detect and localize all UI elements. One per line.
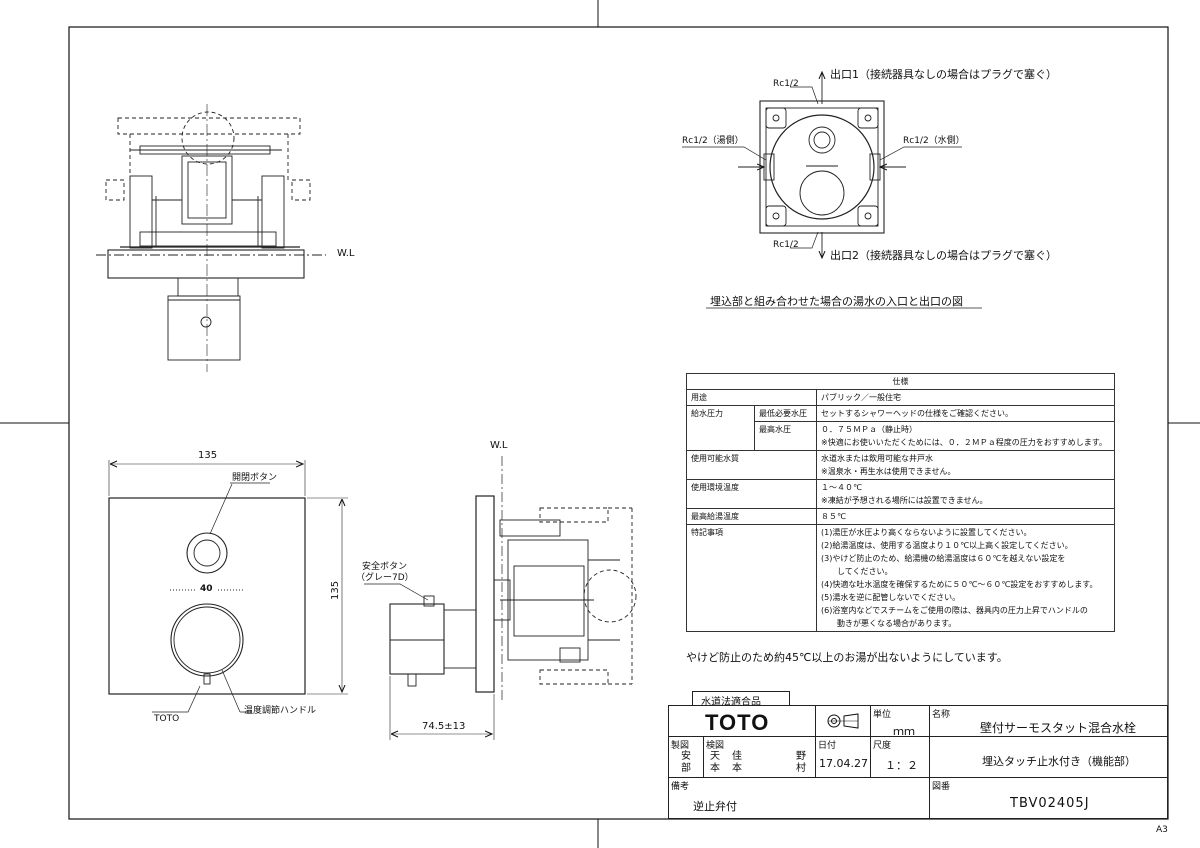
outlet1-label: 出口1（接続器具なしの場合はプラグで塞ぐ） bbox=[830, 68, 1057, 81]
spec-note: (5)湯水を逆に配管しないでください。 bbox=[821, 593, 961, 602]
spec-note: (2)給湯温度は、使用する温度より１０℃以上高く設定してください。 bbox=[821, 541, 1073, 550]
table-row: 使用可能水質 水道水または飲用可能な井戸水 ※温泉水・再生水は使用できません。 bbox=[686, 450, 1116, 480]
spec-note: (6)浴室内などでスチームをご使用の際は、器具内の圧力上昇でハンドルの bbox=[821, 606, 1088, 615]
safety-button-color: （グレー7D） bbox=[356, 573, 414, 583]
rc-cold-label: Rc1/2（水側） bbox=[903, 136, 965, 146]
sheet-size: A3 bbox=[1156, 825, 1168, 835]
rc-hot-label: Rc1/2（湯側） bbox=[682, 136, 744, 146]
unit-value: ｍｍ bbox=[893, 725, 915, 738]
spec-note: 動きが悪くなる場合があります。 bbox=[821, 619, 957, 628]
table-row: 仕様 bbox=[685, 373, 1116, 390]
date-label: 日付 bbox=[818, 741, 837, 751]
scale-label: 尺度 bbox=[873, 741, 892, 751]
unit-label: 単位 bbox=[873, 710, 892, 720]
spec-note: してください。 bbox=[821, 567, 893, 576]
spec-header: 仕様 bbox=[685, 373, 1116, 390]
rc-bottom-label: Rc1/2 bbox=[773, 240, 799, 250]
spec-water-note: ※温泉水・再生水は使用できません。 bbox=[821, 467, 956, 476]
spec-hot-label: 最高給湯温度 bbox=[686, 508, 817, 525]
spec-water-label: 使用可能水質 bbox=[686, 450, 817, 480]
spec-note: (4)快適な吐水温度を確保するために５０℃～６０℃設定をおすすめします。 bbox=[821, 580, 1098, 589]
width-dimension: 135 bbox=[198, 450, 218, 461]
toto-mark-label: TOTO bbox=[154, 714, 180, 724]
dial-40-label: 40 bbox=[200, 584, 213, 594]
name-label: 名称 bbox=[932, 710, 951, 720]
date-value: 17.04.27 bbox=[819, 757, 868, 770]
spec-env-label: 使用環境温度 bbox=[686, 479, 817, 509]
cert-label: 水道法適合品 bbox=[701, 697, 761, 708]
spec-hot-value: ８５℃ bbox=[815, 508, 1116, 525]
spec-max-pressure-note: ※快適にお使いいただくためには、０．２ＭＰａ程度の圧力をおすすめします。 bbox=[821, 438, 1107, 447]
product-name: 壁付サーモスタット混合水栓 bbox=[980, 721, 1137, 735]
safety-button-label: 安全ボタン bbox=[362, 562, 408, 572]
inlet-outlet-view bbox=[682, 72, 962, 258]
remarks-value: 逆止弁付 bbox=[693, 800, 737, 813]
spec-max-pressure-value: ０．７５ＭＰａ（静止時） bbox=[821, 425, 917, 434]
open-close-button-label: 開閉ボタン bbox=[232, 473, 278, 483]
spec-notes-label: 特記事項 bbox=[686, 524, 817, 632]
depth-dimension: 74.5±13 bbox=[422, 721, 466, 732]
outlet2-label: 出口2（接続器具なしの場合はプラグで塞ぐ） bbox=[830, 249, 1057, 262]
rc-top-label: Rc1/2 bbox=[773, 79, 799, 89]
made-label: 製図 bbox=[671, 741, 690, 751]
table-row: 使用環境温度 １～４０℃ ※凍結が予想される場所には設置できません。 bbox=[686, 479, 1116, 509]
front-view bbox=[108, 460, 348, 713]
wl-label-side: W.L bbox=[490, 440, 508, 451]
spec-env-value: １～４０℃ bbox=[821, 483, 862, 492]
side-view bbox=[364, 456, 637, 740]
spec-use-label: 用途 bbox=[686, 389, 817, 406]
diagram-caption: 埋込部と組み合わせた場合の湯水の入口と出口の図 bbox=[710, 295, 963, 308]
table-row: 特記事項 (1)湯圧が水圧より高くならないように設置してください。 (2)給湯温… bbox=[686, 524, 1116, 632]
projection-symbol-icon bbox=[826, 712, 860, 734]
height-dimension: 135 bbox=[330, 580, 341, 600]
checked-by-3: 野村 bbox=[796, 751, 806, 774]
remarks-label: 備考 bbox=[671, 782, 690, 792]
table-row: 給水圧力 最低必要水圧 セットするシャワーヘッドの仕様をご確認ください。 bbox=[686, 405, 1116, 451]
check-label: 検図 bbox=[706, 741, 725, 751]
title-block: 水道法適合品 TOTO 単位 ｍｍ 名称 壁付サーモスタット混合水栓 製図 安部… bbox=[668, 691, 1168, 819]
table-row: 最高給湯温度 ８５℃ bbox=[686, 508, 1116, 525]
spec-min-pressure-label: 最低必要水圧 bbox=[754, 405, 817, 422]
wl-label-top: W.L bbox=[337, 248, 355, 259]
checked-by-1: 天本 bbox=[710, 751, 720, 774]
burn-note: やけど防止のため約45℃以上のお湯が出ないようにしています。 bbox=[686, 651, 1008, 664]
spec-table: 仕様 用途 パブリック／一般住宅 給水圧力 最低必要水圧 セットするシャワーヘッ… bbox=[685, 373, 1116, 632]
spec-water-value: 水道水または飲用可能な井戸水 bbox=[821, 454, 933, 463]
product-subtitle: 埋込タッチ止水付き（機能部） bbox=[982, 755, 1136, 768]
top-view bbox=[96, 104, 326, 372]
spec-env-note: ※凍結が予想される場所には設置できません。 bbox=[821, 496, 988, 505]
made-by: 安部 bbox=[681, 751, 691, 774]
temp-handle-label: 温度調節ハンドル bbox=[244, 706, 317, 716]
table-row: 用途 パブリック／一般住宅 bbox=[686, 389, 1116, 406]
scale-value: １：２ bbox=[885, 759, 918, 772]
drawing-number: TBV02405J bbox=[1010, 796, 1090, 811]
spec-min-pressure-value: セットするシャワーヘッドの仕様をご確認ください。 bbox=[815, 405, 1116, 422]
drawing-no-label: 図番 bbox=[932, 782, 951, 792]
spec-pressure-label: 給水圧力 bbox=[686, 405, 755, 451]
checked-by-2: 佳本 bbox=[732, 751, 742, 774]
spec-use-value: パブリック／一般住宅 bbox=[815, 389, 1116, 406]
spec-note: (1)湯圧が水圧より高くならないように設置してください。 bbox=[821, 528, 1032, 537]
spec-note: (3)やけど防止のため、給湯機の給湯温度は６０℃を越えない設定を bbox=[821, 554, 1066, 563]
spec-max-pressure-label: 最高水圧 bbox=[754, 421, 817, 451]
toto-logo: TOTO bbox=[705, 710, 770, 735]
